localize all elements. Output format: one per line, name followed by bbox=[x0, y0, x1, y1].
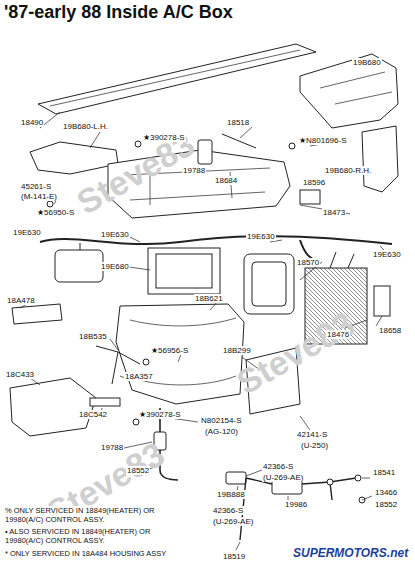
motor-stub bbox=[80, 243, 81, 250]
callout-number: (U-250) bbox=[300, 441, 329, 450]
panel-rib bbox=[50, 50, 300, 106]
callout-number: ★390278-S bbox=[142, 133, 186, 142]
valve bbox=[226, 472, 246, 484]
callout-number: (M-141-E) bbox=[20, 192, 58, 201]
vacuum-motor bbox=[55, 250, 103, 282]
callout-number: (AG-120) bbox=[204, 427, 239, 436]
callout-number: ★390278-S bbox=[138, 410, 182, 419]
callout-number: 18518 bbox=[226, 118, 250, 127]
duct-rib bbox=[320, 72, 392, 104]
door bbox=[156, 254, 212, 288]
callout-number: ★56956-S bbox=[150, 346, 189, 355]
callout-number: 18490 bbox=[20, 118, 44, 127]
callout-number: 18473 bbox=[322, 208, 346, 217]
upper-duct bbox=[300, 54, 398, 128]
callout-number: ★56950-S bbox=[36, 208, 75, 217]
callout-number: 18684 bbox=[214, 176, 238, 185]
core-seal bbox=[374, 286, 390, 316]
callout-number: 18B535 bbox=[78, 332, 108, 341]
callout-number: 19986 bbox=[284, 500, 308, 509]
callout-number: 18476 bbox=[326, 330, 350, 339]
callout-number: 19E630 bbox=[246, 232, 276, 241]
callout-number: 19B888 bbox=[216, 490, 246, 499]
floor-duct bbox=[10, 378, 96, 436]
callout-number: 18552 bbox=[126, 466, 150, 475]
callout-number: 18552 bbox=[374, 500, 398, 509]
screw bbox=[289, 143, 295, 149]
seal bbox=[12, 304, 62, 324]
callout-number: 18A357 bbox=[124, 372, 154, 381]
screw bbox=[133, 419, 139, 425]
callout-number: 18C542 bbox=[78, 410, 108, 419]
callout-number: (U-269-AE) bbox=[212, 517, 254, 526]
callout-number: 19E630 bbox=[12, 228, 42, 237]
screw bbox=[135, 141, 141, 147]
callout-number: 19E630 bbox=[100, 230, 130, 239]
callout-number: 19E630 bbox=[372, 250, 402, 259]
callout-number: 42141-S bbox=[296, 430, 328, 439]
callout-number: 18570 bbox=[296, 258, 320, 267]
gasket-inner bbox=[252, 262, 286, 306]
callout-number: 19B680 bbox=[352, 58, 382, 67]
leader-lines bbox=[20, 112, 388, 550]
callout-number: 42366-S bbox=[212, 506, 244, 515]
tee bbox=[327, 479, 333, 485]
vacuum-hose bbox=[40, 236, 392, 244]
callout-number: 19E680 bbox=[100, 262, 130, 271]
footnote: % ONLY SERVICED IN 18849(HEATER) OR 1998… bbox=[4, 506, 184, 524]
callout-number: 19B680-L.H. bbox=[62, 122, 109, 131]
callout-number: 18658 bbox=[378, 326, 402, 335]
callout-number: 13466 bbox=[374, 488, 398, 497]
connector bbox=[355, 475, 361, 481]
screw bbox=[143, 359, 149, 365]
footnote: • ALSO SERVICED IN 18849(HEATER) OR 1998… bbox=[4, 527, 184, 545]
screw bbox=[47, 201, 53, 207]
callout-number: 42366-S bbox=[262, 462, 294, 471]
footnote: * ONLY SERVICED IN 18A484 HOUSING ASSY bbox=[4, 549, 196, 558]
vacuum-lines bbox=[240, 478, 356, 540]
callout-number: 18596 bbox=[302, 178, 326, 187]
bracket bbox=[90, 398, 120, 406]
diagram-title: '87-early 88 Inside A/C Box bbox=[4, 2, 233, 23]
callout-number: 19788 bbox=[182, 166, 206, 175]
callout-number: 45261-S bbox=[20, 182, 52, 191]
gasket bbox=[244, 254, 294, 314]
callout-number: (U-269-AE) bbox=[262, 473, 304, 482]
core-tubes bbox=[330, 252, 354, 268]
callout-number: 19788 bbox=[100, 443, 124, 452]
rod bbox=[222, 134, 256, 148]
rh-duct bbox=[362, 126, 398, 192]
callout-number: 18519 bbox=[222, 552, 246, 561]
callout-number: 18B299 bbox=[222, 346, 252, 355]
callout-number: 18B621 bbox=[194, 294, 224, 303]
logo-watermark: SUPERMOTORS.net bbox=[292, 546, 409, 560]
callout-number: 18C433 bbox=[5, 370, 35, 379]
top-panel bbox=[38, 44, 316, 114]
callout-number: N802154-S bbox=[200, 416, 242, 425]
callout-number: 18541 bbox=[372, 468, 396, 477]
callout-number: 18A478 bbox=[6, 296, 36, 305]
callout-number: 19B680-R.H. bbox=[324, 166, 372, 175]
actuator bbox=[198, 140, 212, 164]
clip bbox=[300, 190, 320, 204]
door-frame bbox=[148, 248, 220, 294]
callout-number: ★N801696-S bbox=[298, 136, 347, 145]
